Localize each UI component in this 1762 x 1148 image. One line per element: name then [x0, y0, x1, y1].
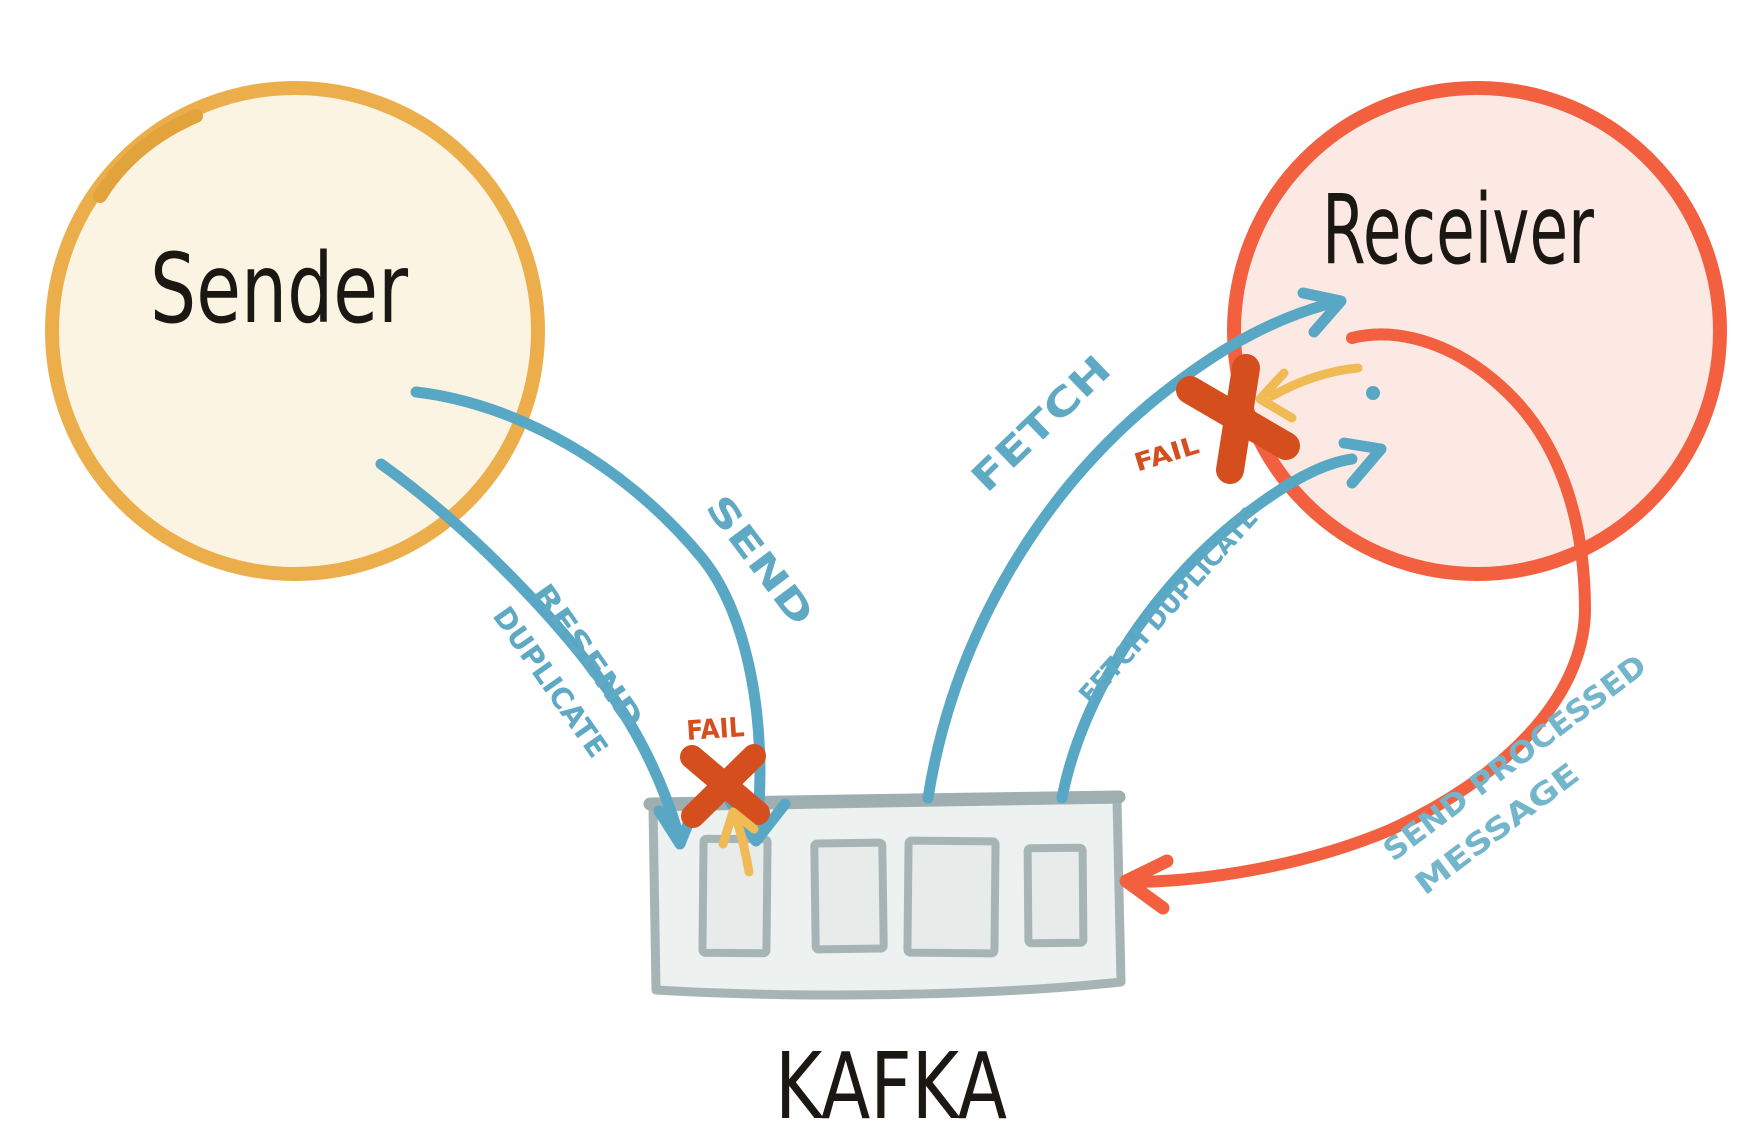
send-processed-edge — [1119, 328, 1591, 915]
kafka-fail-cluster: FAIL — [680, 712, 770, 877]
sender-circle — [45, 81, 545, 581]
retry-arrow-icon — [1255, 363, 1363, 423]
send-processed-edge-line — [1131, 328, 1591, 888]
fail-x-icon — [1176, 354, 1300, 484]
fetch-edge-line — [922, 298, 1334, 804]
resend-duplicate-edge-label: RESEND DUPLICATE — [486, 577, 650, 764]
kafka-label: KAFKA — [775, 1033, 1007, 1140]
fetch-edge-label: FETCH — [962, 347, 1119, 501]
kafka-partition-2 — [810, 838, 888, 954]
retry-arrow-icon — [718, 807, 759, 877]
resend-duplicate-edge-line — [375, 458, 684, 839]
kafka-partition-1 — [698, 834, 772, 958]
message-dot-icon — [1366, 386, 1380, 400]
fetch-edge — [922, 287, 1347, 804]
fetch-duplicate-edge — [1056, 437, 1387, 804]
fail-x-icon — [680, 744, 770, 828]
kafka-node: KAFKA — [643, 790, 1126, 1140]
send-edge-label: SEND — [697, 488, 821, 634]
kafka-partition-3 — [903, 836, 1000, 958]
sender-circle-overdraw-stroke — [93, 109, 203, 203]
fetch-duplicate-edge-label: FETCH DUPLICATE — [1074, 503, 1265, 710]
kafka-partition-4 — [1023, 843, 1088, 948]
send-processed-edge-label: SEND PROCESSED MESSAGE — [1377, 648, 1654, 902]
receiver-label: Receiver — [1322, 174, 1594, 286]
receiver-circle — [1227, 81, 1727, 581]
receiver-node: Receiver — [1227, 81, 1727, 581]
fetch-duplicate-arrowhead-icon — [1338, 437, 1387, 489]
fetch-duplicate-edge-line — [1056, 453, 1358, 804]
fetch-arrowhead-icon — [1297, 287, 1347, 338]
sender-label: Sender — [150, 233, 408, 345]
sender-node: Sender — [45, 81, 545, 581]
send-edge-line — [410, 386, 766, 834]
kafka-fail-label: FAIL — [685, 712, 745, 747]
receiver-fail-label: FAIL — [1131, 430, 1203, 477]
send-processed-arrowhead-icon — [1119, 854, 1174, 915]
